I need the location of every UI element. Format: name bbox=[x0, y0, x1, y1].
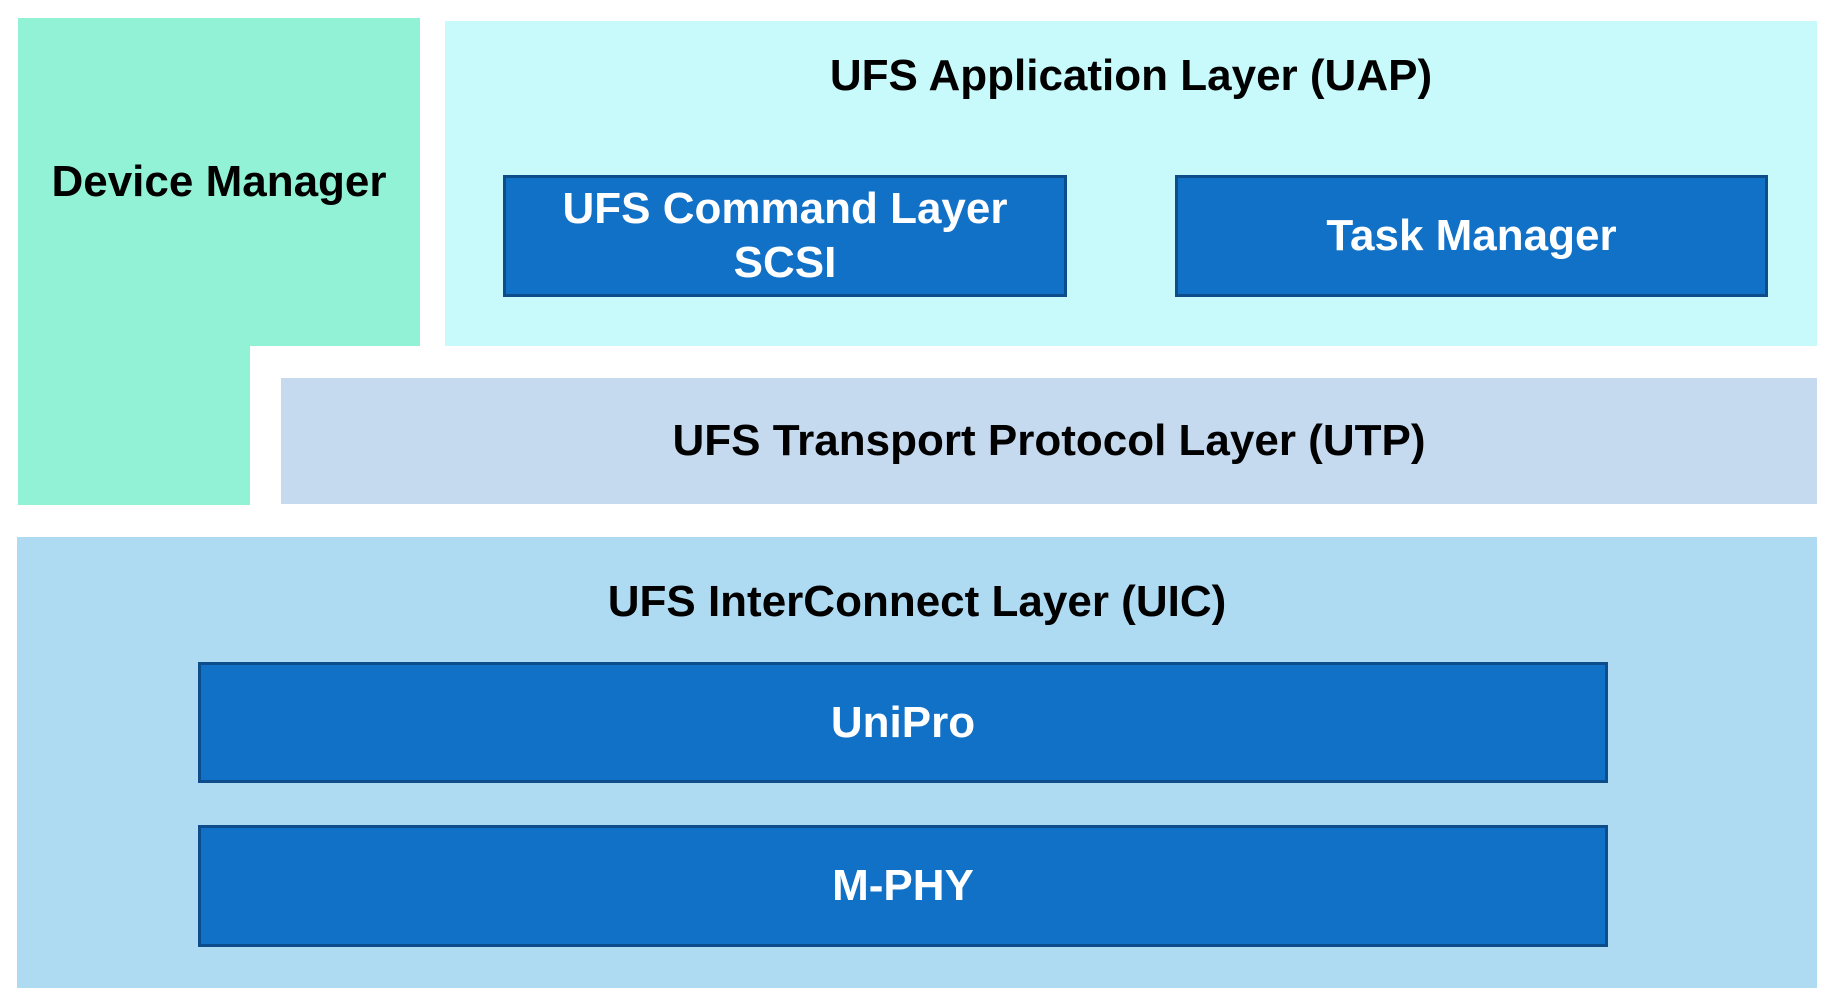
unipro-box: UniPro bbox=[198, 662, 1608, 783]
uap-layer-panel: UFS Application Layer (UAP) UFS Command … bbox=[445, 21, 1817, 346]
task-manager-box: Task Manager bbox=[1175, 175, 1768, 297]
ufs-command-layer-label-line1: UFS Command Layer bbox=[562, 184, 1008, 233]
uic-layer-title: UFS InterConnect Layer (UIC) bbox=[607, 577, 1227, 626]
unipro-label: UniPro bbox=[830, 697, 976, 747]
device-manager-label: Device Manager bbox=[51, 157, 387, 206]
task-manager-label: Task Manager bbox=[1326, 211, 1617, 260]
device-manager-block-extension bbox=[18, 346, 250, 505]
mphy-label: M-PHY bbox=[832, 861, 974, 910]
uap-layer-title: UFS Application Layer (UAP) bbox=[829, 51, 1433, 100]
ufs-command-layer-label-line2: SCSI bbox=[733, 238, 837, 287]
ufs-command-layer-box: UFS Command Layer SCSI bbox=[503, 175, 1067, 297]
mphy-box: M-PHY bbox=[198, 825, 1608, 947]
utp-layer-title: UFS Transport Protocol Layer (UTP) bbox=[672, 416, 1426, 465]
device-manager-block: Device Manager bbox=[18, 18, 420, 346]
uic-layer-panel: UFS InterConnect Layer (UIC) UniPro M-PH… bbox=[17, 537, 1817, 988]
utp-layer-panel: UFS Transport Protocol Layer (UTP) bbox=[281, 378, 1817, 504]
